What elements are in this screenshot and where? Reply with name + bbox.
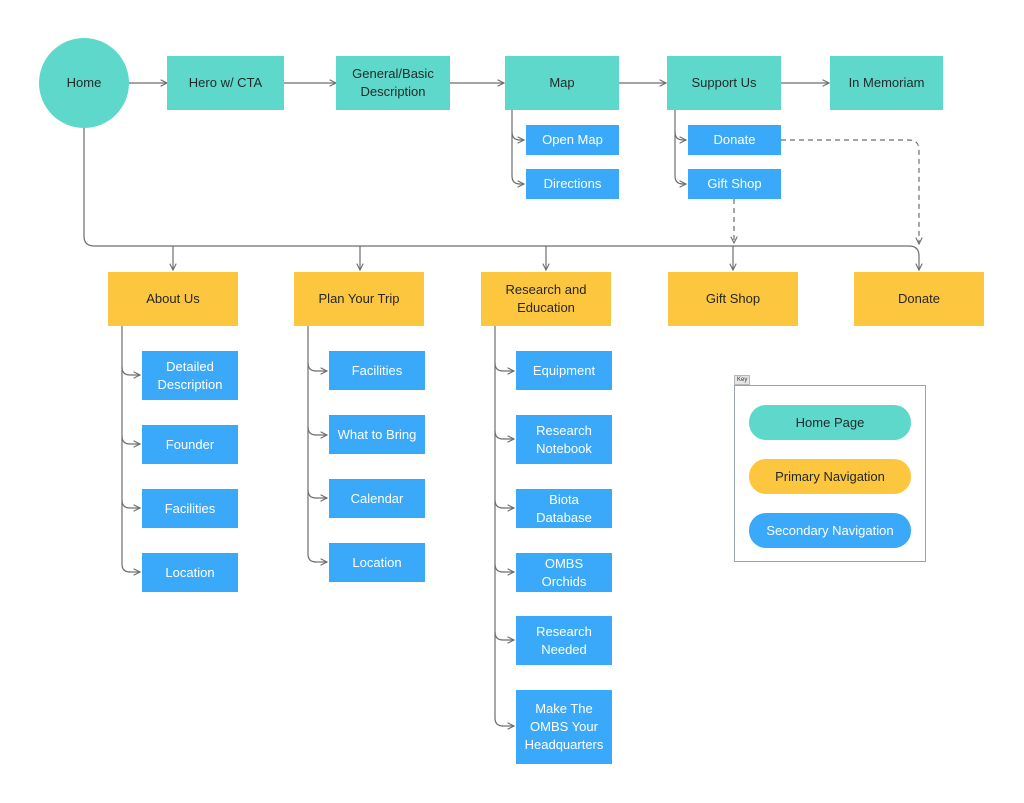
dashed-connector-donate <box>781 139 919 244</box>
node-research-needed[interactable]: Research Needed <box>516 616 612 665</box>
connector-plan-children <box>307 326 317 563</box>
key-home-page: Home Page <box>749 405 911 440</box>
node-about-location[interactable]: Location <box>142 553 238 592</box>
connector-about-children <box>121 326 131 573</box>
node-in-memoriam[interactable]: In Memoriam <box>830 56 943 110</box>
node-home[interactable]: Home <box>39 38 129 128</box>
key-label: Key <box>734 375 751 385</box>
node-research-education[interactable]: Research and Education <box>481 272 611 326</box>
node-support-donate[interactable]: Donate <box>688 125 781 155</box>
node-directions[interactable]: Directions <box>526 169 619 199</box>
node-plan-location[interactable]: Location <box>329 543 425 582</box>
node-donate[interactable]: Donate <box>854 272 984 326</box>
node-gift-shop[interactable]: Gift Shop <box>668 272 798 326</box>
node-what-to-bring[interactable]: What to Bring <box>329 415 425 454</box>
node-about-facilities[interactable]: Facilities <box>142 489 238 528</box>
node-support-gift-shop[interactable]: Gift Shop <box>688 169 781 199</box>
node-research-notebook[interactable]: Research Notebook <box>516 415 612 464</box>
node-general-description[interactable]: General/Basic Description <box>336 56 450 110</box>
key-primary-navigation: Primary Navigation <box>749 459 911 494</box>
node-map[interactable]: Map <box>505 56 619 110</box>
node-biota-database[interactable]: Biota Database <box>516 489 612 528</box>
node-about-us[interactable]: About Us <box>108 272 238 326</box>
node-open-map[interactable]: Open Map <box>526 125 619 155</box>
node-plan-facilities[interactable]: Facilities <box>329 351 425 390</box>
node-detailed-description[interactable]: Detailed Description <box>142 351 238 400</box>
connector-research-children <box>494 326 504 727</box>
node-plan-your-trip[interactable]: Plan Your Trip <box>294 272 424 326</box>
connector-home-trunk <box>83 128 920 257</box>
node-calendar[interactable]: Calendar <box>329 479 425 518</box>
node-equipment[interactable]: Equipment <box>516 351 612 390</box>
node-hero-cta[interactable]: Hero w/ CTA <box>167 56 284 110</box>
key-secondary-navigation: Secondary Navigation <box>749 513 911 548</box>
node-make-ombs-headquarters[interactable]: Make The OMBS Your Headquarters <box>516 690 612 764</box>
connector-map-children <box>511 110 521 185</box>
node-support-us[interactable]: Support Us <box>667 56 781 110</box>
node-founder[interactable]: Founder <box>142 425 238 464</box>
connector-support-children <box>674 110 684 185</box>
node-ombs-orchids[interactable]: OMBS Orchids <box>516 553 612 592</box>
